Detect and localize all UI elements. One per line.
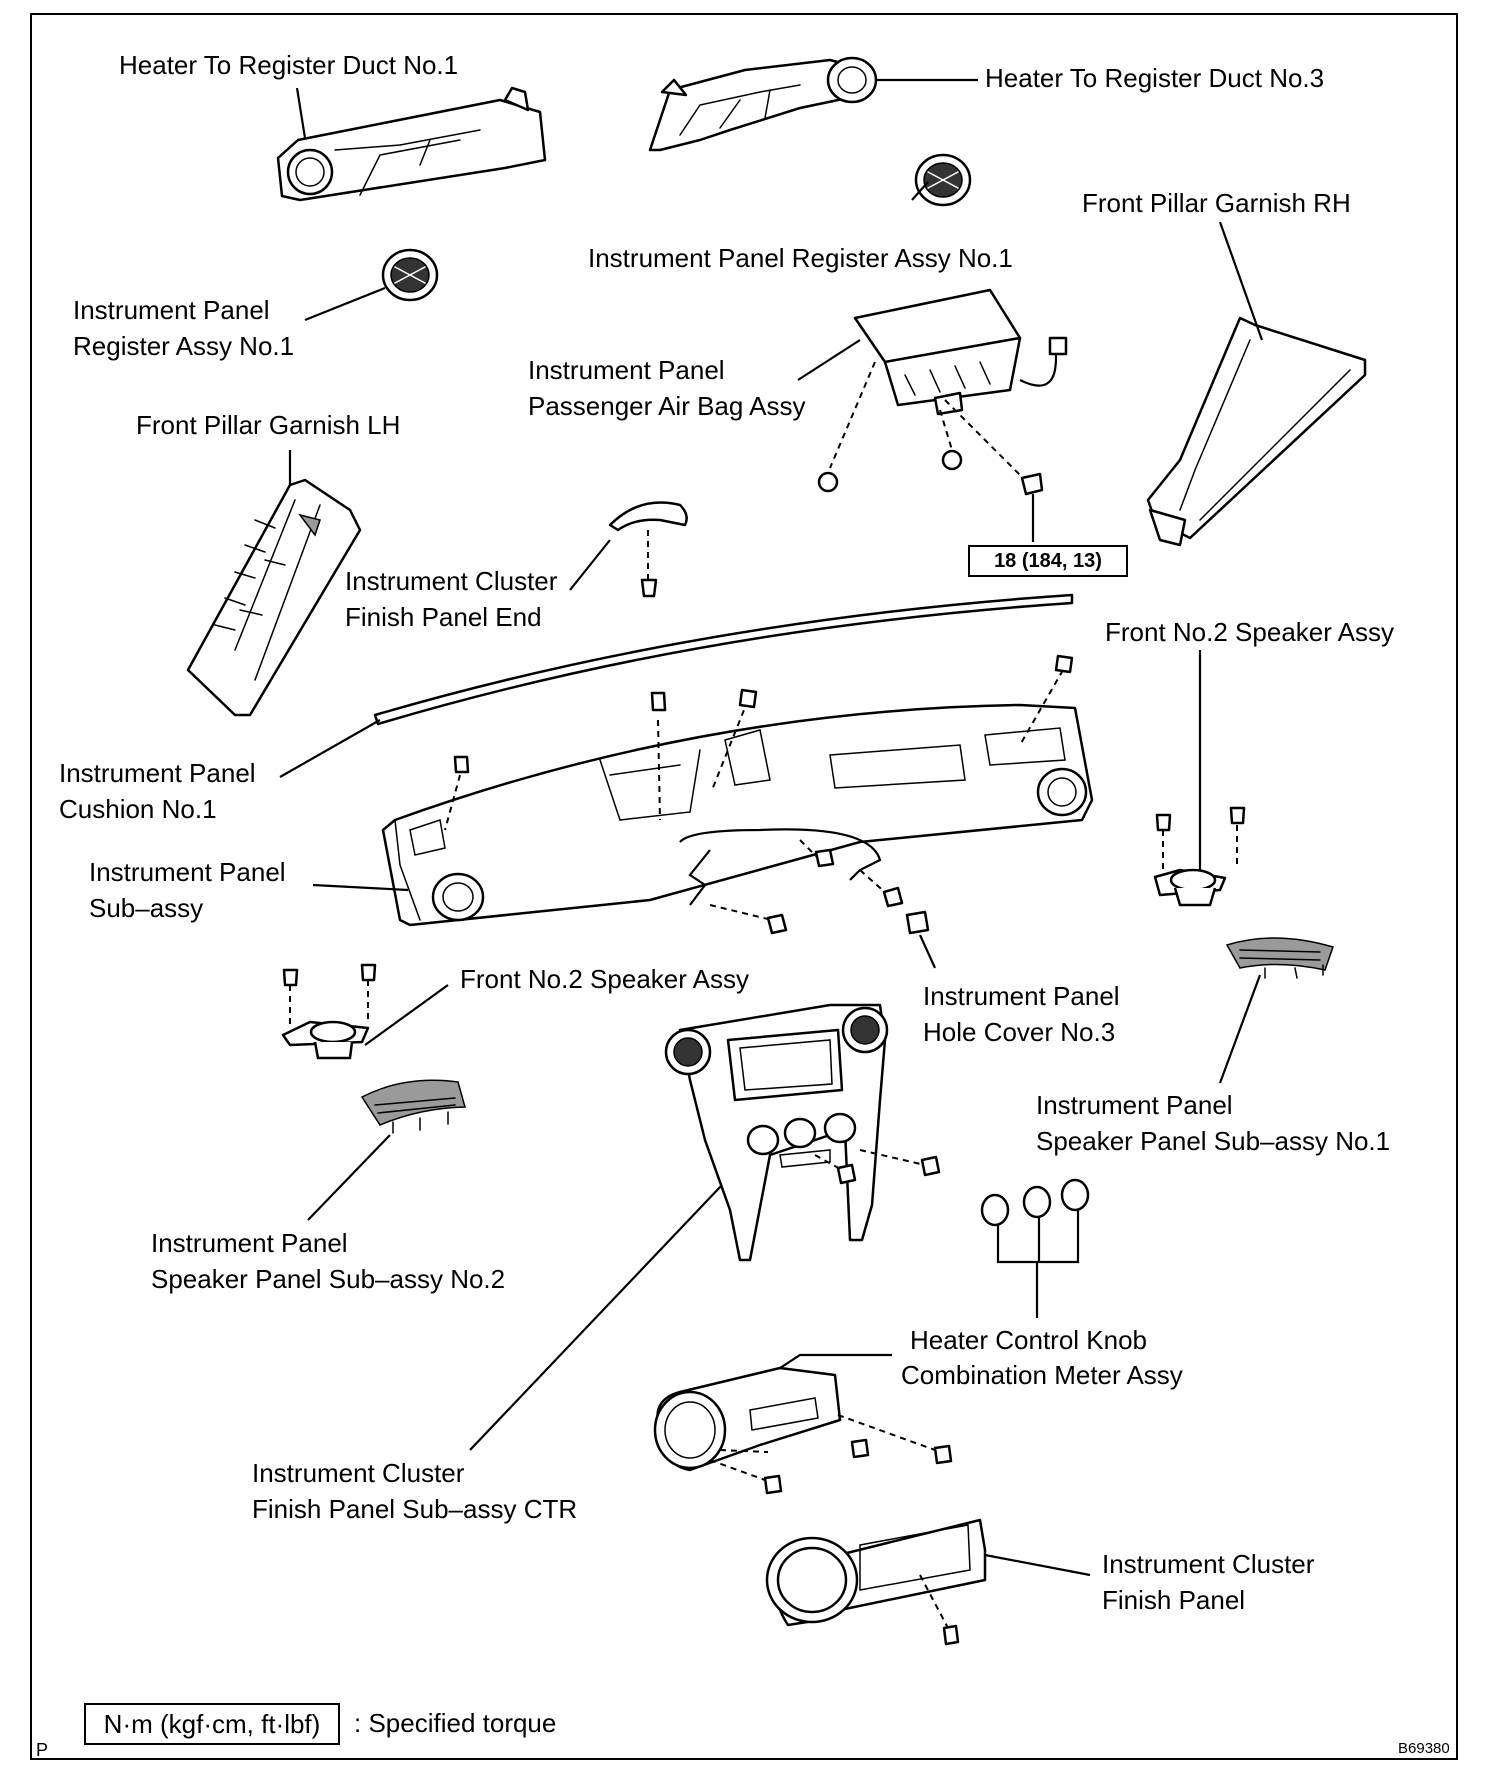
heater-duct-3-part bbox=[648, 56, 878, 152]
label-speaker-panel-2-line1: Instrument Panel bbox=[151, 1228, 348, 1258]
label-register-assy-left-line1: Instrument Panel bbox=[73, 295, 270, 325]
label-subassy-line1: Instrument Panel bbox=[89, 857, 286, 887]
label-front-pillar-lh: Front Pillar Garnish LH bbox=[136, 410, 401, 440]
register-assy-left-part bbox=[381, 248, 439, 302]
front-pillar-lh-part bbox=[186, 478, 362, 717]
heater-duct-1-part bbox=[276, 86, 547, 202]
front-pillar-rh-part bbox=[1146, 316, 1367, 547]
figure-number: B69380 bbox=[1398, 1740, 1450, 1757]
label-speaker-right: Front No.2 Speaker Assy bbox=[1105, 617, 1395, 647]
leader-lines bbox=[279, 78, 1264, 1451]
cluster-finish-end-part bbox=[608, 501, 688, 598]
torque-legend-text: : Specified torque bbox=[354, 1708, 557, 1738]
label-register-assy-center: Instrument Panel Register Assy No.1 bbox=[588, 243, 1013, 273]
speaker-panel-1-part bbox=[1225, 937, 1334, 979]
label-cluster-ctr-line2: Finish Panel Sub–assy CTR bbox=[252, 1494, 578, 1524]
label-cluster-end-line1: Instrument Cluster bbox=[345, 566, 558, 596]
register-assy-center-part bbox=[914, 153, 972, 207]
diagram-frame bbox=[30, 13, 1458, 1760]
label-front-pillar-rh: Front Pillar Garnish RH bbox=[1082, 188, 1351, 218]
combination-meter-part bbox=[653, 1353, 953, 1495]
corner-mark: P bbox=[36, 1740, 49, 1760]
label-cluster-end-line2: Finish Panel End bbox=[345, 602, 542, 632]
label-subassy-line2: Sub–assy bbox=[89, 893, 204, 923]
label-hole-cover-line1: Instrument Panel bbox=[923, 981, 1120, 1011]
label-register-assy-left-line2: Register Assy No.1 bbox=[73, 331, 295, 361]
torque-spec-box: 18 (184, 13) bbox=[968, 545, 1128, 577]
label-cluster-finish-line2: Finish Panel bbox=[1102, 1585, 1246, 1615]
panel-bolts bbox=[453, 654, 1074, 935]
label-cluster-finish-line1: Instrument Cluster bbox=[1102, 1549, 1315, 1579]
label-hole-cover-line2: Hole Cover No.3 bbox=[923, 1017, 1116, 1047]
label-heater-duct-3: Heater To Register Duct No.3 bbox=[985, 63, 1325, 93]
label-speaker-panel-2-line2: Speaker Panel Sub–assy No.2 bbox=[151, 1264, 506, 1294]
heater-knobs-part bbox=[980, 1178, 1090, 1318]
speaker-left-part bbox=[281, 963, 377, 1060]
label-cluster-ctr-line1: Instrument Cluster bbox=[252, 1458, 465, 1488]
label-airbag-line1: Instrument Panel bbox=[528, 355, 725, 385]
label-speaker-panel-1-line2: Speaker Panel Sub–assy No.1 bbox=[1036, 1126, 1391, 1156]
cluster-ctr-part bbox=[664, 1003, 941, 1262]
cluster-finish-panel-part bbox=[765, 1518, 1091, 1646]
label-heater-knob: Heater Control Knob bbox=[910, 1325, 1148, 1355]
hole-cover-part bbox=[905, 910, 930, 935]
speaker-panel-2-part bbox=[360, 1079, 466, 1134]
torque-legend-box: N·m (kgf·cm, ft·lbf) bbox=[84, 1703, 340, 1745]
instrument-panel-subassy-part bbox=[381, 654, 1094, 935]
label-speaker-left: Front No.2 Speaker Assy bbox=[460, 964, 750, 994]
speaker-right-part bbox=[1153, 806, 1246, 907]
label-cushion-line1: Instrument Panel bbox=[59, 758, 256, 788]
label-cushion-line2: Cushion No.1 bbox=[59, 794, 217, 824]
label-airbag-line2: Passenger Air Bag Assy bbox=[528, 391, 806, 421]
passenger-airbag-part bbox=[817, 288, 1068, 542]
label-combination-meter: Combination Meter Assy bbox=[901, 1360, 1183, 1390]
label-speaker-panel-1-line1: Instrument Panel bbox=[1036, 1090, 1233, 1120]
label-heater-duct-1: Heater To Register Duct No.1 bbox=[119, 50, 459, 80]
cushion-part bbox=[373, 593, 1074, 726]
